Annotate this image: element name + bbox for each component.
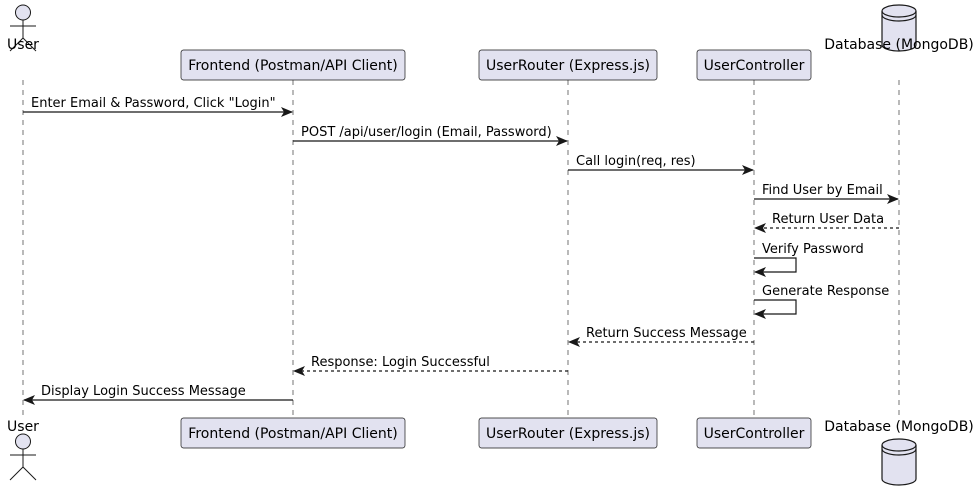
participant-box: Frontend (Postman/API Client)	[180, 49, 406, 81]
message-label: Verify Password	[762, 242, 864, 257]
participant-box: UserController	[696, 49, 812, 81]
message-label: Enter Email & Password, Click "Login"	[31, 96, 276, 111]
participant-label: Database (MongoDB)	[824, 419, 974, 435]
participant-label: Frontend (Postman/API Client)	[188, 58, 397, 74]
participant-user: User	[7, 4, 39, 53]
participant-controller: UserController	[696, 49, 812, 81]
message-label: Call login(req, res)	[576, 154, 696, 169]
lifelines	[22, 80, 900, 418]
participant-frontend: Frontend (Postman/API Client)	[180, 417, 406, 449]
participant-controller: UserController	[696, 417, 812, 449]
message-1: Enter Email & Password, Click "Login"	[23, 96, 293, 117]
participant-label: Frontend (Postman/API Client)	[188, 426, 397, 442]
participant-label: UserController	[704, 58, 805, 74]
participant-database: Database (MongoDB)	[824, 419, 974, 486]
message-label: POST /api/user/login (Email, Password)	[301, 125, 552, 140]
actor-icon	[9, 4, 37, 52]
participant-box: UserRouter (Express.js)	[478, 49, 658, 81]
participant-label: UserRouter (Express.js)	[486, 58, 650, 74]
message-4: Find User by Email	[754, 183, 899, 204]
participant-label: UserRouter (Express.js)	[486, 426, 650, 442]
actor-icon	[9, 433, 37, 481]
message-arrow	[754, 257, 797, 277]
database-icon	[881, 438, 917, 486]
message-label: Generate Response	[762, 284, 889, 299]
message-5: Return User Data	[754, 212, 899, 233]
message-label: Return Success Message	[586, 326, 747, 341]
message-3: Call login(req, res)	[568, 154, 754, 175]
message-label: Return User Data	[772, 212, 884, 227]
participant-label: User	[7, 419, 39, 435]
participant-router: UserRouter (Express.js)	[478, 417, 658, 449]
message-6: Verify Password	[754, 242, 864, 277]
participant-user: User	[7, 419, 39, 481]
message-label: Response: Login Successful	[311, 355, 490, 370]
message-10: Display Login Success Message	[23, 384, 293, 405]
message-9: Response: Login Successful	[293, 355, 568, 376]
participant-database: Database (MongoDB)	[824, 4, 974, 53]
message-8: Return Success Message	[568, 326, 754, 347]
participant-frontend: Frontend (Postman/API Client)	[180, 49, 406, 81]
message-2: POST /api/user/login (Email, Password)	[293, 125, 568, 146]
messages: Enter Email & Password, Click "Login" POS…	[23, 96, 899, 405]
participant-box: UserController	[696, 417, 812, 449]
participant-router: UserRouter (Express.js)	[478, 49, 658, 81]
participant-label: Database (MongoDB)	[824, 37, 974, 53]
message-label: Find User by Email	[762, 183, 883, 198]
participant-box: Frontend (Postman/API Client)	[180, 417, 406, 449]
message-label: Display Login Success Message	[41, 384, 246, 399]
participant-box: UserRouter (Express.js)	[478, 417, 658, 449]
participants-bottom: User Frontend (Postman/API Client) UserRou…	[7, 417, 974, 486]
participant-label: UserController	[704, 426, 805, 442]
database-icon	[881, 4, 917, 52]
message-arrow	[754, 299, 797, 319]
message-7: Generate Response	[754, 284, 889, 319]
participant-label: User	[7, 37, 39, 53]
